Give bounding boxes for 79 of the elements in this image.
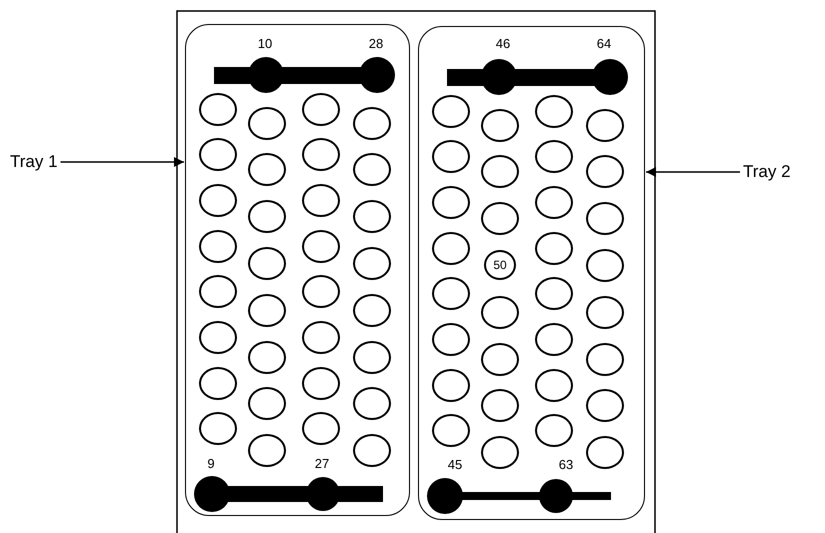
pin-number: 63 [558, 458, 574, 472]
hole-circle [432, 323, 470, 356]
hole-circle [586, 296, 624, 329]
hole-circle [302, 366, 340, 400]
hole-circle [481, 436, 519, 470]
hole-circle [586, 389, 624, 422]
hole-circle [432, 140, 470, 174]
pin-number: 46 [496, 37, 510, 51]
tray-label: Tray 2 [743, 162, 791, 182]
hole-circle [302, 138, 340, 172]
hole-circle [535, 414, 573, 448]
hole-circle [586, 436, 624, 470]
hole-circle [248, 200, 286, 234]
hole-circle [199, 412, 237, 446]
hole-circle [248, 106, 286, 140]
hole-circle [353, 340, 391, 374]
pin-number: 64 [596, 37, 612, 51]
tray-outline [418, 26, 645, 520]
hole-circle [199, 184, 237, 217]
hole-circle [199, 138, 237, 172]
hole-circle [353, 246, 391, 280]
hole-circle [586, 248, 624, 282]
hole-circle [199, 321, 237, 354]
arrow [60, 157, 184, 167]
hole-circle [353, 434, 391, 468]
hole-circle [248, 387, 286, 420]
hole-number: 50 [493, 259, 507, 272]
hole-circle [199, 230, 237, 263]
hole-circle [535, 140, 573, 174]
hole-circle [535, 186, 573, 219]
hole-circle [248, 294, 286, 327]
hole-circle [535, 277, 573, 310]
pin-number: 28 [368, 37, 384, 51]
hole-circle [199, 275, 237, 308]
hole-circle [302, 275, 340, 308]
hole-circle [248, 340, 286, 374]
hole-circle [302, 230, 340, 263]
tray-outline [185, 24, 410, 516]
hole-circle [586, 342, 624, 376]
hole-circle [302, 321, 340, 354]
hole-circle [432, 232, 470, 265]
hole-circle [586, 108, 624, 142]
hole-circle [353, 294, 391, 327]
hole-circle [353, 200, 391, 234]
hole-circle [535, 368, 573, 402]
hole-circle [248, 153, 286, 186]
hole-circle [481, 202, 519, 236]
hole-circle [481, 155, 519, 188]
hole-circle [586, 202, 624, 236]
tray-label: Tray 1 [10, 152, 58, 172]
hole-circle [535, 94, 573, 128]
hole-circle [302, 92, 340, 126]
hole-circle [353, 387, 391, 420]
pin-number: 10 [258, 37, 272, 51]
hole-circle [586, 155, 624, 188]
hole-circle [248, 246, 286, 280]
hole-circle [481, 108, 519, 142]
hole-circle [481, 296, 519, 329]
hole-circle [432, 414, 470, 448]
pin-number: 27 [314, 457, 330, 471]
hole-circle [302, 184, 340, 217]
hole-circle [199, 366, 237, 400]
hole-circle [484, 250, 516, 280]
arrow [646, 167, 740, 177]
hole-circle [481, 389, 519, 422]
hole-circle [432, 94, 470, 128]
hole-circle [481, 342, 519, 376]
hole-circle [302, 412, 340, 446]
pin-number: 9 [207, 457, 215, 471]
hole-circle [432, 277, 470, 310]
hole-circle [199, 92, 237, 126]
hole-circle [248, 434, 286, 468]
pin-number: 45 [448, 458, 462, 472]
hole-circle [432, 186, 470, 219]
hole-circle [353, 106, 391, 140]
hole-circle [535, 232, 573, 265]
hole-circle [535, 323, 573, 356]
hole-circle [353, 153, 391, 186]
hole-circle [432, 368, 470, 402]
